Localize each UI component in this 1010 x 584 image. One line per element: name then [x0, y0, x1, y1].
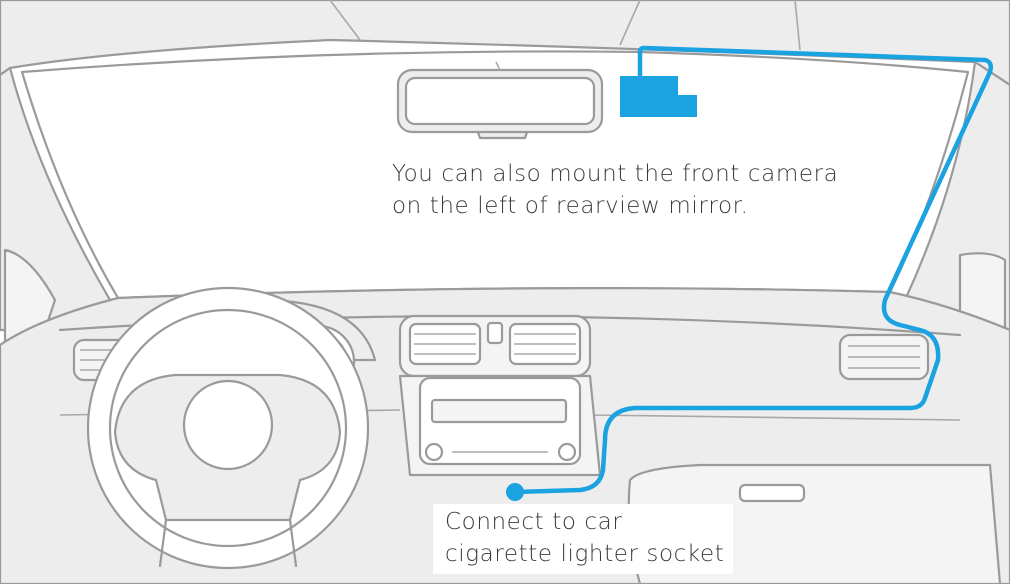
center-console [400, 316, 600, 475]
right-air-vent [840, 335, 928, 379]
steering-wheel-icon [88, 288, 368, 568]
mount-note-line: on the left of rearview mirror. [392, 190, 838, 222]
socket-note-line: cigarette lighter socket [445, 538, 733, 570]
socket-note: Connect to car cigarette lighter socket [433, 504, 733, 574]
mount-note-line: You can also mount the front camera [392, 158, 838, 190]
power-plug-icon [506, 483, 524, 501]
mount-note: You can also mount the front camera on t… [392, 158, 838, 222]
rearview-mirror-icon [398, 62, 602, 138]
socket-note-line: Connect to car [445, 506, 733, 538]
